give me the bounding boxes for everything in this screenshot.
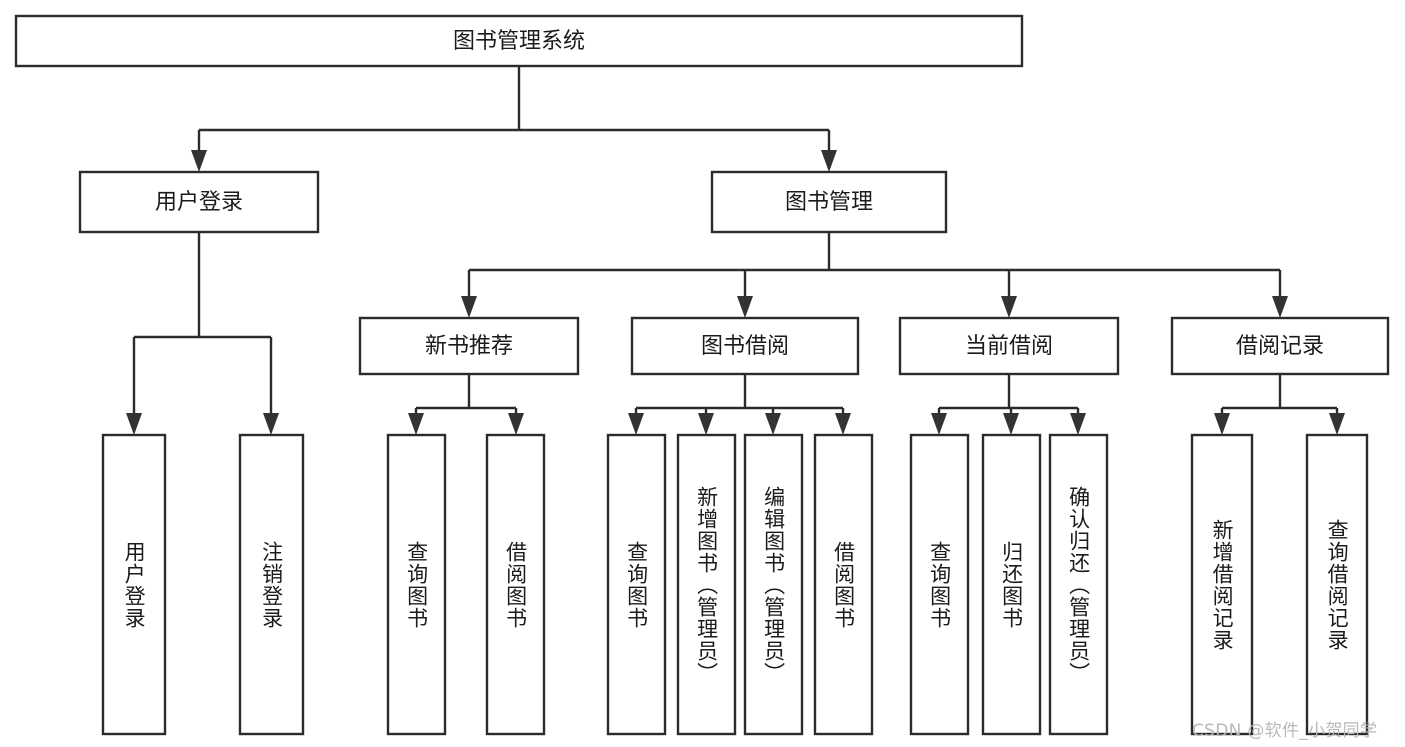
node-box-borrow-record[interactable]	[1170, 316, 1390, 376]
book-manage-drop-2-arrowhead-icon	[1001, 296, 1017, 318]
node-box-leaf-edit-book[interactable]	[743, 433, 804, 736]
node-label-new-book-rec: 新书推荐	[425, 334, 513, 359]
leaf-drop-1-arrowhead-icon	[508, 413, 524, 435]
node-box-book-borrow[interactable]	[630, 316, 860, 376]
leaf-drop-8-arrowhead-icon	[1070, 413, 1086, 435]
node-box-leaf-query-record[interactable]	[1305, 433, 1369, 736]
node-box-leaf-logout[interactable]	[238, 433, 305, 736]
node-box-root[interactable]	[14, 14, 1024, 68]
leaf-drop-4-arrowhead-icon	[765, 413, 781, 435]
user-login-drop-1-arrowhead-icon	[263, 413, 279, 435]
csdn-watermark: CSDN @软件_小贺同学	[1192, 721, 1378, 741]
leaf-drop-5-arrowhead-icon	[835, 413, 851, 435]
node-box-current-borrow[interactable]	[898, 316, 1120, 376]
root-drop-0-arrowhead-icon	[191, 150, 207, 172]
node-box-leaf-return-book[interactable]	[981, 433, 1042, 736]
node-label-borrow-record: 借阅记录	[1236, 334, 1324, 359]
book-manage-drop-1-arrowhead-icon	[737, 296, 753, 318]
node-box-leaf-borrow-book[interactable]	[813, 433, 874, 736]
node-box-user-login[interactable]	[78, 170, 320, 234]
node-box-leaf-add-book[interactable]	[676, 433, 737, 736]
user-login-drop-0-arrowhead-icon	[126, 413, 142, 435]
book-manage-drop-0-arrowhead-icon	[461, 296, 477, 318]
node-box-leaf-query-book-borrow[interactable]	[606, 433, 667, 736]
connectors-layer	[126, 66, 1345, 435]
node-box-leaf-query-book-cur[interactable]	[909, 433, 970, 736]
node-box-new-book-rec[interactable]	[358, 316, 580, 376]
leaf-drop-9-arrowhead-icon	[1214, 413, 1230, 435]
root-drop-1-arrowhead-icon	[821, 150, 837, 172]
leaf-drop-0-arrowhead-icon	[408, 413, 424, 435]
node-box-leaf-query-book-rec[interactable]	[386, 433, 447, 736]
node-box-leaf-borrow-book-rec[interactable]	[485, 433, 546, 736]
leaf-drop-10-arrowhead-icon	[1329, 413, 1345, 435]
node-box-leaf-user-login[interactable]	[101, 433, 167, 736]
leaf-drop-7-arrowhead-icon	[1003, 413, 1019, 435]
leaf-drop-3-arrowhead-icon	[698, 413, 714, 435]
node-label-user-login: 用户登录	[155, 190, 243, 215]
leaf-drop-6-arrowhead-icon	[931, 413, 947, 435]
node-box-book-manage[interactable]	[710, 170, 948, 234]
node-label-book-borrow: 图书借阅	[701, 334, 789, 359]
node-label-book-manage: 图书管理	[785, 190, 873, 215]
node-box-leaf-add-record[interactable]	[1190, 433, 1254, 736]
leaf-drop-2-arrowhead-icon	[628, 413, 644, 435]
node-label-root: 图书管理系统	[453, 29, 585, 54]
node-label-current-borrow: 当前借阅	[965, 334, 1053, 359]
book-manage-drop-3-arrowhead-icon	[1272, 296, 1288, 318]
node-box-leaf-confirm-return[interactable]	[1048, 433, 1109, 736]
boxes-layer	[14, 14, 1390, 736]
